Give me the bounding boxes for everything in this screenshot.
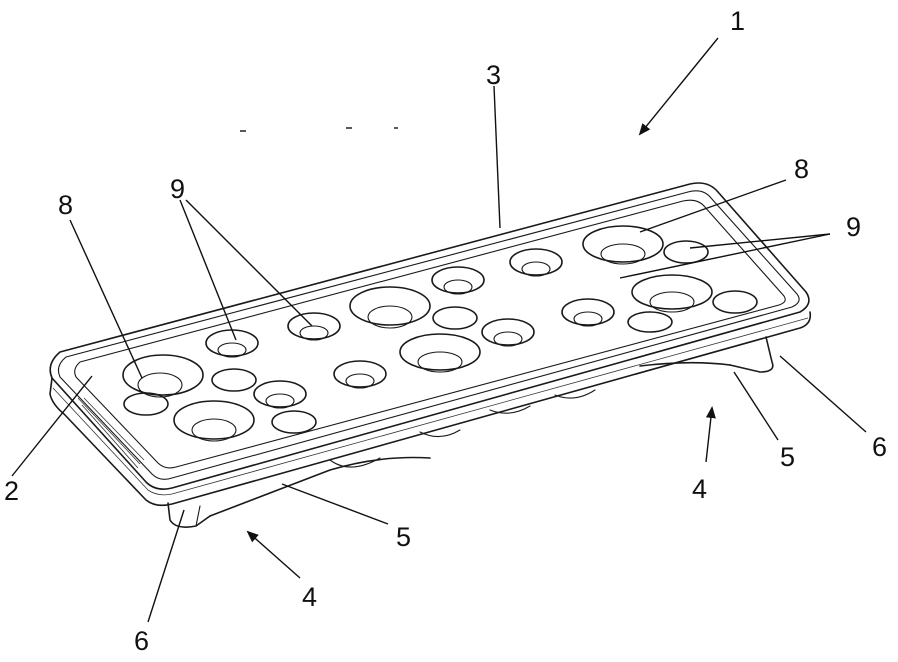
label-9-left: 9 [170,174,185,204]
leader-lines [11,37,867,623]
label-4-right: 4 [692,474,707,504]
label-9-right: 9 [846,212,861,242]
label-8-right: 8 [794,154,809,184]
label-6-left: 6 [134,626,149,656]
label-4-left: 4 [302,582,317,612]
label-5-right: 5 [780,442,795,472]
label-1: 1 [730,6,745,36]
tray-body [49,182,812,528]
label-6-right: 6 [872,432,887,462]
large-cups [122,225,713,442]
label-8-left: 8 [58,190,73,220]
dash-marks [240,127,398,132]
label-3: 3 [486,60,501,90]
label-5-left: 5 [396,522,411,552]
reference-labels: 1 3 8 9 8 9 2 4 5 6 4 5 6 [4,6,887,656]
label-2: 2 [4,476,19,506]
small-cups [123,240,758,434]
